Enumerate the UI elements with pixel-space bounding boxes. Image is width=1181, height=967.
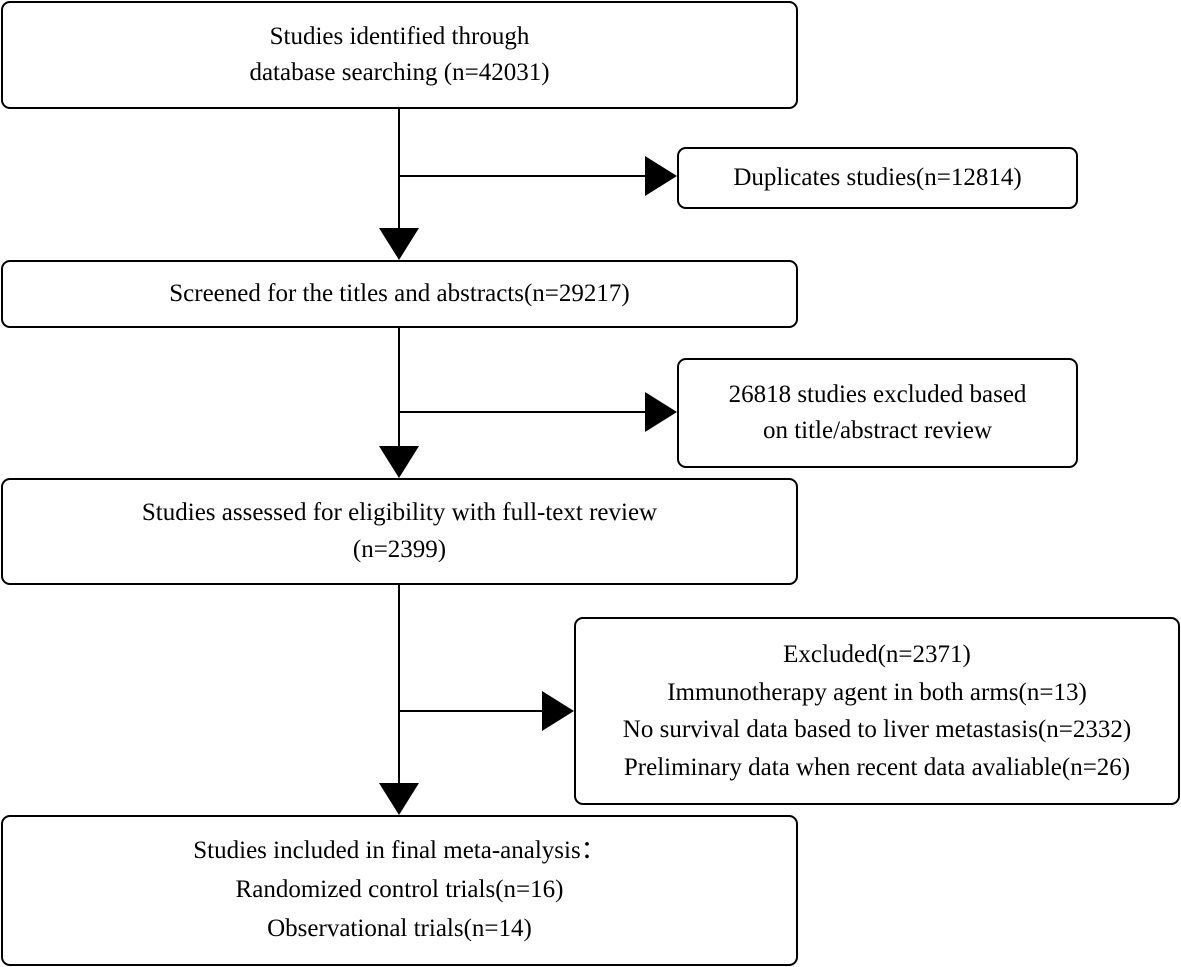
- box-included-meta-analysis: Studies included in final meta-analysis：…: [1, 815, 798, 966]
- box-excluded-full-text: Excluded(n=2371) Immunotherapy agent in …: [574, 617, 1180, 805]
- box-text-line: Observational trials(n=14): [267, 914, 532, 942]
- arrow-down-icon: [379, 446, 419, 478]
- box-text-line: on title/abstract review: [762, 417, 993, 444]
- arrow-down-icon: [379, 228, 419, 260]
- box-duplicates-removed: Duplicates studies(n=12814): [677, 147, 1078, 209]
- box-text-line: Studies identified through: [269, 22, 530, 50]
- box-text-line: (n=2399): [352, 535, 447, 563]
- box-text-line: Studies assessed for eligibility with fu…: [141, 499, 658, 527]
- box-text-line: Excluded(n=2371): [783, 641, 971, 668]
- box-excluded-title-abstract: 26818 studies excluded based on title/ab…: [677, 358, 1078, 468]
- arrow-down-icon: [379, 783, 419, 815]
- arrow-right-icon: [645, 156, 677, 196]
- box-text-line: 26818 studies excluded based: [728, 380, 1027, 408]
- box-text-line: Screened for the titles and abstracts(n=…: [169, 279, 630, 307]
- arrow-right-icon: [645, 392, 677, 432]
- arrow-right-icon: [542, 691, 574, 731]
- box-text-line: Studies included in final meta-analysis：: [193, 837, 606, 865]
- box-text-line: Randomized control trials(n=16): [235, 876, 564, 904]
- box-text-line: Preliminary data when recent data avalia…: [623, 753, 1131, 781]
- box-text-line: No survival data based to liver metastas…: [622, 716, 1132, 743]
- box-assessed-eligibility: Studies assessed for eligibility with fu…: [1, 478, 798, 585]
- box-text-line: database searching (n=42031): [249, 59, 550, 86]
- box-text-line: Immunotherapy agent in both arms(n=13): [667, 678, 1087, 706]
- box-text-line: Duplicates studies(n=12814): [733, 163, 1022, 191]
- box-screened: Screened for the titles and abstracts(n=…: [1, 260, 798, 328]
- box-studies-identified: Studies identified through database sear…: [1, 1, 798, 109]
